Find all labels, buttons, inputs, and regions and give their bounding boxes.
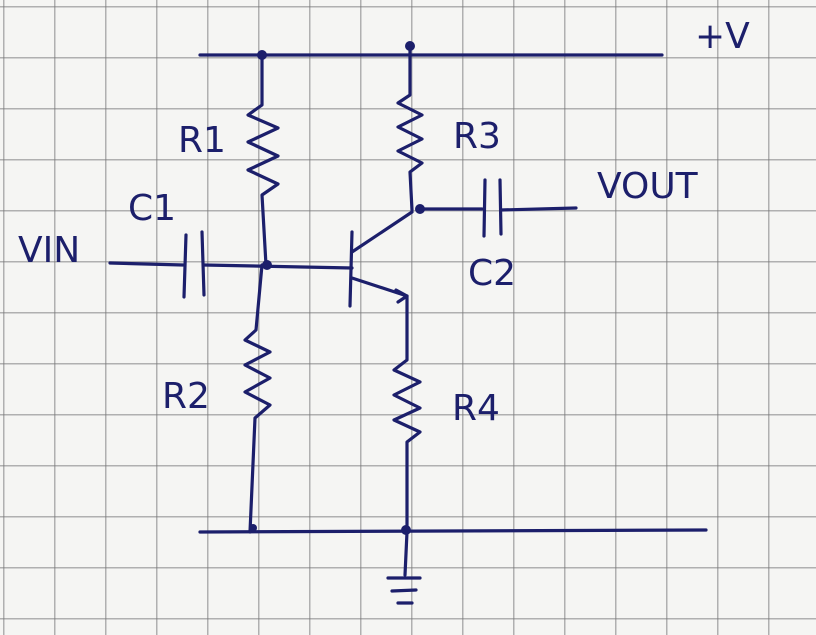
- label-supply: +V: [695, 16, 750, 57]
- node-r2-ground: [249, 524, 257, 532]
- input-wire: [108, 261, 185, 267]
- label-r4: R4: [452, 388, 500, 429]
- transistor-base-bar: [348, 230, 354, 308]
- label-r2: R2: [162, 376, 210, 417]
- node-r4-ground: [401, 525, 411, 535]
- base-wire: [202, 263, 354, 270]
- label-r1: R1: [178, 120, 226, 161]
- capacitor-c1: [182, 230, 206, 299]
- ground-rail: [198, 528, 708, 534]
- transistor-emitter: [350, 276, 409, 304]
- label-r3: R3: [453, 116, 501, 157]
- label-c2: C2: [468, 253, 516, 294]
- label-c1: C1: [128, 188, 176, 229]
- label-vout: VOUT: [597, 166, 699, 207]
- capacitor-c2: [482, 178, 503, 238]
- ground-icon: [386, 576, 422, 605]
- resistor-r4: [392, 294, 422, 577]
- transistor-collector: [350, 210, 414, 254]
- label-vin: VIN: [18, 230, 80, 271]
- resistor-r2: [243, 263, 272, 534]
- resistor-r3: [396, 44, 424, 212]
- resistor-r1: [246, 53, 280, 267]
- output-wire-right: [499, 206, 578, 212]
